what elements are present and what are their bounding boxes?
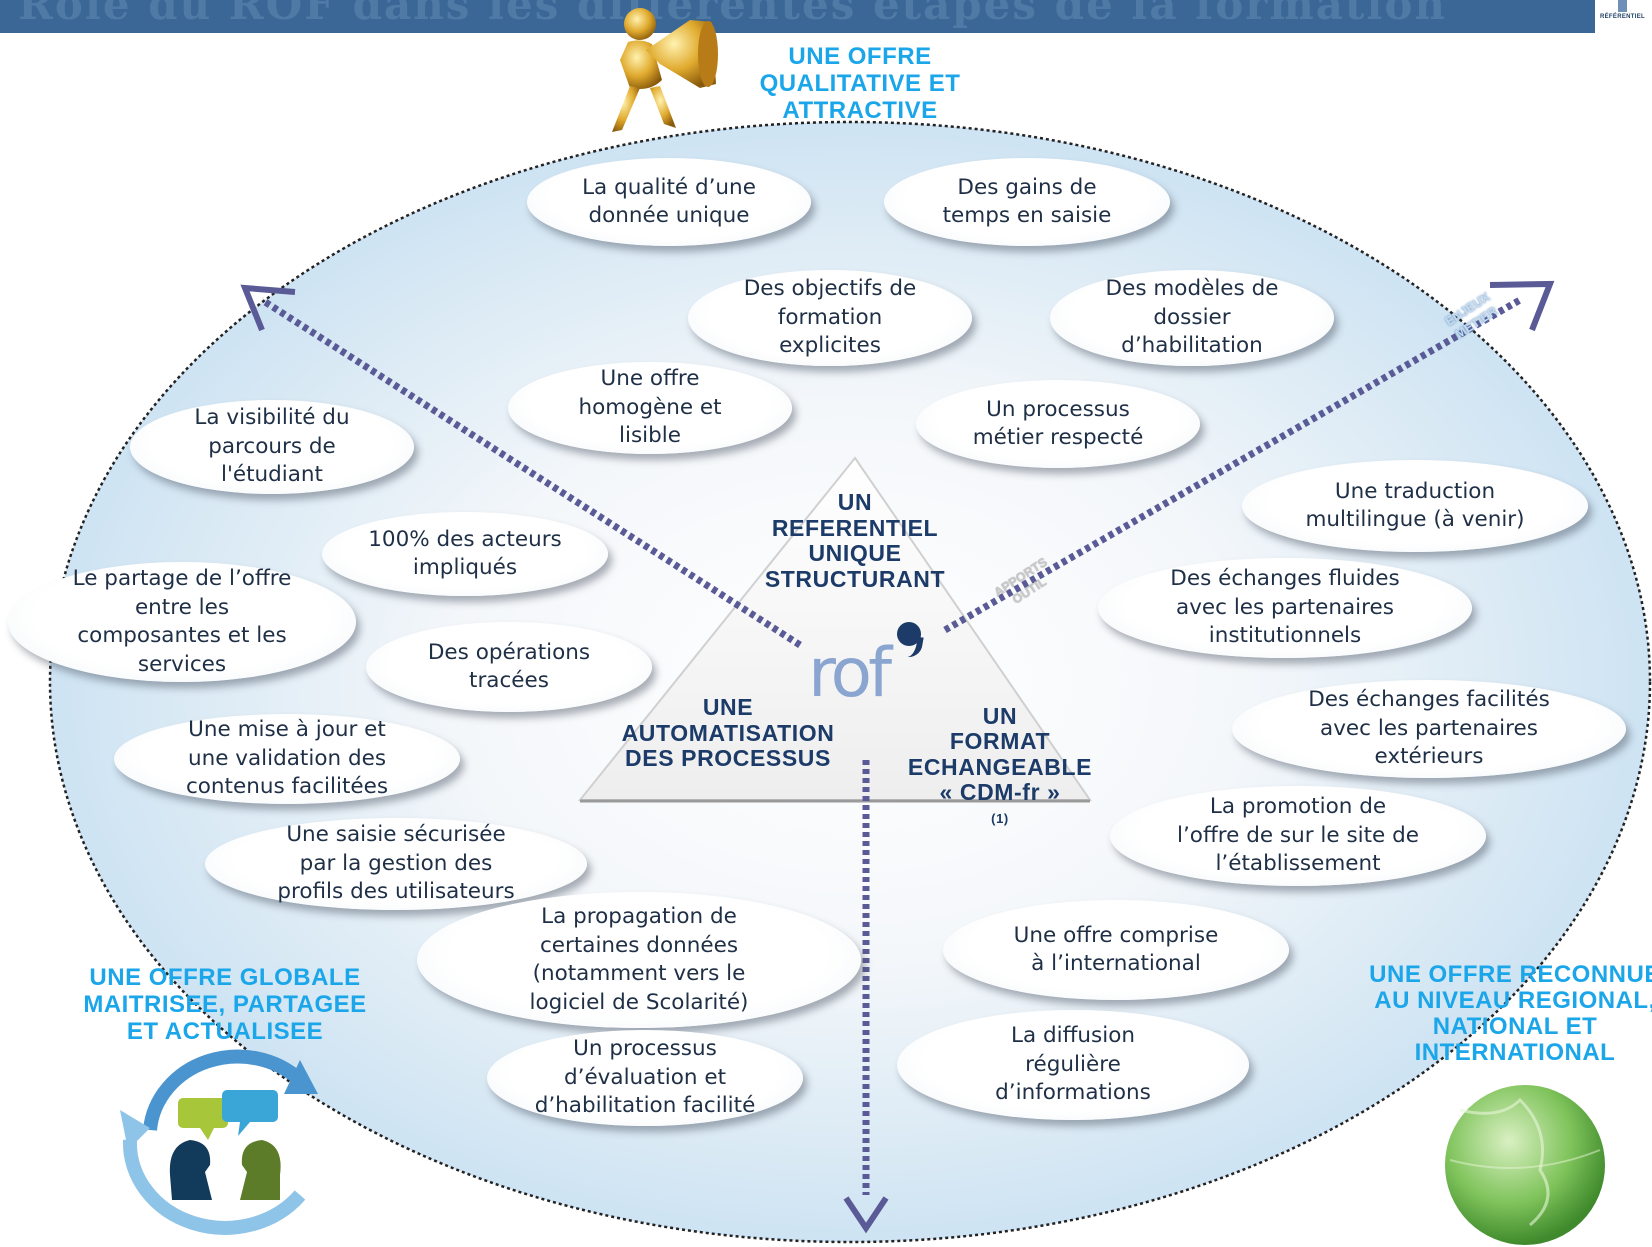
rof-logo: rof bbox=[808, 634, 892, 713]
bubble-saisie: Une saisie sécurisée par la gestion des … bbox=[205, 818, 587, 910]
center-label-left: UNE AUTOMATISATION DES PROCESSUS bbox=[621, 694, 835, 771]
center-label-top: UN REFERENTIEL UNIQUE STRUCTURANT bbox=[764, 489, 946, 592]
bubble-objectifs: Des objectifs de formation explicites bbox=[688, 270, 972, 366]
corner-logo-caption: RÉFÉRENTIEL bbox=[1600, 14, 1645, 20]
heading-left: UNE OFFRE GLOBALE MAITRISEE, PARTAGEE ET… bbox=[83, 964, 367, 1045]
bubble-gains: Des gains de temps en saisie bbox=[884, 158, 1170, 246]
bubble-partage: Le partage de l’offre entre les composan… bbox=[8, 562, 356, 682]
bubble-offre-homogene: Une offre homogène et lisible bbox=[508, 362, 792, 454]
megaphone-figure-icon bbox=[612, 8, 718, 132]
bubble-echanges-inst: Des échanges fluides avec les partenaire… bbox=[1098, 558, 1472, 658]
bubble-mise-a-jour: Une mise à jour et une validation des co… bbox=[114, 714, 460, 804]
center-label-right: UN FORMAT ECHANGEABLE « CDM-fr » (1) bbox=[890, 678, 1110, 837]
bubble-modeles: Des modèles de dossier d’habilitation bbox=[1050, 270, 1334, 366]
top-banner: Rôle du ROF dans les différentes étapes … bbox=[0, 0, 1595, 33]
bubble-qualite: La qualité d’une donnée unique bbox=[527, 158, 811, 246]
conversation-people-icon bbox=[120, 1049, 318, 1235]
arrow-heads bbox=[240, 280, 1555, 1234]
center-label-right-main: UN FORMAT ECHANGEABLE « CDM-fr » bbox=[907, 702, 1093, 805]
rof-logo-apostrophe bbox=[897, 622, 921, 646]
bubble-visibilite: La visibilité du parcours de l'étudiant bbox=[130, 400, 414, 494]
center-label-right-note: (1) bbox=[991, 810, 1009, 826]
heading-top: UNE OFFRE QUALITATIVE ET ATTRACTIVE bbox=[759, 43, 961, 124]
bubble-diffusion: La diffusion régulière d’informations bbox=[897, 1010, 1249, 1120]
bubble-comprise: Une offre comprise à l’international bbox=[943, 900, 1289, 1000]
bubble-evaluation: Un processus d’évaluation et d’habilitat… bbox=[487, 1030, 803, 1126]
bubble-traduction: Une traduction multilingue (à venir) bbox=[1242, 460, 1588, 552]
banner-title: Rôle du ROF dans les différentes étapes … bbox=[18, 0, 1447, 29]
bubble-promotion: La promotion de l’offre de sur le site d… bbox=[1110, 786, 1486, 886]
rof-corner-logo bbox=[1618, 0, 1627, 12]
bubble-acteurs: 100% des acteurs impliqués bbox=[322, 512, 608, 596]
bubble-propagation: La propagation de certaines données (not… bbox=[417, 892, 861, 1028]
dotted-arrows bbox=[260, 296, 1522, 1195]
heading-right: UNE OFFRE RECONNUE AU NIVEAU REGIONAL, N… bbox=[1369, 961, 1652, 1066]
bubble-processus-metier: Un processus métier respecté bbox=[916, 380, 1200, 468]
globe-icon bbox=[1445, 1085, 1605, 1245]
bubble-operations: Des opérations tracées bbox=[366, 622, 652, 712]
bubble-echanges-ext: Des échanges facilités avec les partenai… bbox=[1232, 680, 1626, 778]
